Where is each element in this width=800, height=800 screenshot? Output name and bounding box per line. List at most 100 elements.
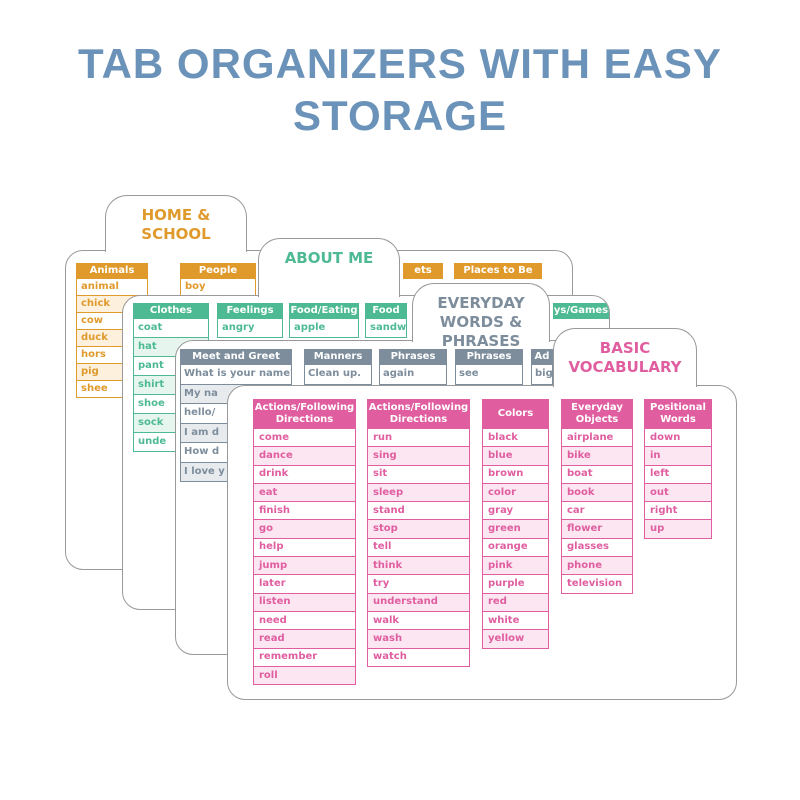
word-cell: tell: [373, 541, 392, 553]
column-header: Food/Eating: [290, 305, 358, 316]
word-cell: white: [488, 614, 520, 626]
word-row: remember: [253, 648, 356, 667]
word-cell: sock: [138, 417, 164, 428]
word-cell: phone: [567, 559, 603, 571]
word-row: read: [253, 630, 356, 649]
word-cell: angry: [222, 322, 255, 333]
column-header-box: ets: [403, 263, 443, 279]
divider-tab-label[interactable]: BASIC VOCABULARY: [553, 328, 697, 387]
word-row: sing: [367, 447, 470, 466]
word-cell: cow: [81, 315, 104, 326]
word-row: yellow: [482, 630, 549, 649]
word-row: again: [379, 365, 447, 385]
word-row: up: [644, 520, 712, 539]
word-cell: flower: [567, 523, 603, 535]
word-row: purple: [482, 575, 549, 594]
word-row: black: [482, 429, 549, 448]
column-header-box: Meet and Greet: [180, 349, 292, 365]
column-header: Meet and Greet: [192, 351, 280, 362]
word-cell: I love y: [184, 465, 225, 477]
word-row: jump: [253, 557, 356, 576]
column-header: Food: [372, 305, 400, 316]
word-cell: watch: [373, 651, 407, 663]
column-header-box: Feelings: [217, 303, 283, 319]
column-header-box: Animals: [76, 263, 148, 279]
word-cell: sleep: [373, 486, 404, 498]
word-cell: black: [488, 431, 518, 443]
word-row: boat: [561, 465, 633, 484]
word-row: out: [644, 483, 712, 503]
word-row: down: [644, 429, 712, 448]
divider-tab-label[interactable]: HOME & SCHOOL: [105, 195, 247, 252]
column-header-box: Everyday Objects: [561, 399, 633, 429]
word-cell: right: [650, 504, 678, 516]
word-row: tell: [367, 538, 470, 558]
word-row: bike: [561, 447, 633, 466]
column-header-box: Phrases: [379, 349, 447, 365]
word-cell: jump: [259, 559, 288, 571]
word-row: flower: [561, 520, 633, 539]
word-cell: book: [567, 486, 595, 498]
column-header-box: Places to Be: [454, 263, 542, 279]
word-cell: car: [567, 504, 585, 516]
word-cell: read: [259, 632, 285, 644]
column-header-box: Food: [365, 303, 407, 319]
column-header: ets: [414, 265, 432, 276]
column-header-box: Actions/Following Directions: [367, 399, 470, 429]
word-cell: try: [373, 578, 390, 590]
word-cell: stop: [373, 523, 398, 535]
word-cell: shoe: [138, 398, 165, 409]
word-row: animal: [76, 279, 148, 296]
word-column: ets: [403, 263, 443, 279]
word-column: Feelings angry: [217, 303, 283, 338]
word-row: think: [367, 557, 470, 576]
word-row: sleep: [367, 483, 470, 503]
divider-tab-label[interactable]: ABOUT ME: [258, 238, 400, 297]
word-cell: in: [650, 449, 661, 461]
word-cell: sandw: [370, 322, 407, 333]
column-header: Positional Words: [650, 402, 706, 425]
word-cell: Clean up.: [308, 368, 361, 380]
word-cell: unde: [138, 436, 167, 447]
word-cell: roll: [259, 669, 278, 681]
column-header: Places to Be: [463, 265, 533, 276]
word-row: walk: [367, 611, 470, 631]
word-cell: sing: [373, 449, 397, 461]
word-cell: chick: [81, 298, 111, 309]
column-header-box: Positional Words: [644, 399, 712, 429]
word-cell: gray: [488, 504, 514, 516]
word-cell: big: [535, 368, 553, 380]
column-header: Phrases: [390, 351, 436, 362]
word-cell: drink: [259, 468, 289, 480]
word-row: angry: [217, 319, 283, 338]
word-cell: My na: [184, 387, 218, 399]
word-column: Phrases again: [379, 349, 447, 385]
word-cell: purple: [488, 578, 525, 590]
word-cell: How d: [184, 446, 220, 458]
word-row: big: [531, 365, 553, 385]
word-cell: yellow: [488, 632, 525, 644]
word-row: understand: [367, 593, 470, 612]
word-row: see: [455, 365, 523, 385]
word-row: sit: [367, 465, 470, 484]
column-header-box: Actions/Following Directions: [253, 399, 356, 429]
column-header: Actions/Following Directions: [254, 402, 355, 425]
word-cell: hors: [81, 349, 106, 360]
word-cell: animal: [81, 281, 119, 292]
word-cell: boy: [185, 281, 206, 292]
word-row: red: [482, 593, 549, 612]
word-cell: coat: [138, 322, 163, 333]
word-cell: hello/: [184, 407, 216, 419]
word-cell: eat: [259, 486, 278, 498]
word-cell: television: [567, 578, 623, 590]
word-row: car: [561, 502, 633, 521]
word-cell: pant: [138, 360, 164, 371]
word-row: go: [253, 520, 356, 539]
column-header-box: Manners: [304, 349, 372, 365]
word-column: ys/Games: [553, 303, 609, 319]
word-cell: listen: [259, 596, 291, 608]
word-row: apple: [289, 319, 359, 338]
divider-tab-label[interactable]: EVERYDAY WORDS & PHRASES: [412, 283, 550, 350]
